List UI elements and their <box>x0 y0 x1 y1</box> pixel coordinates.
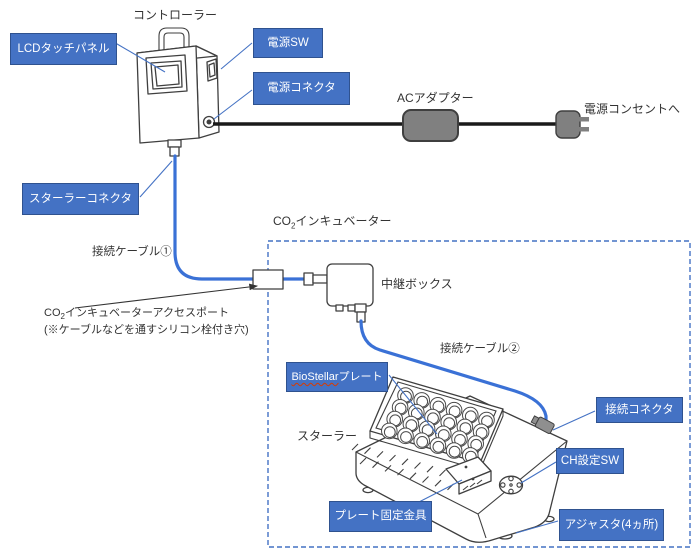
label-lcd-touch-panel: LCDタッチパネル <box>10 33 117 65</box>
leader-power-sw <box>220 42 253 70</box>
cable2-label: 接続ケーブル② <box>440 343 520 355</box>
connection-cable-1 <box>173 154 305 281</box>
leader-biostellar <box>388 374 438 435</box>
ch-setting-switch <box>498 475 524 495</box>
connection-cable-2 <box>359 319 548 423</box>
label-power-sw: 電源SW <box>253 28 323 58</box>
biostellar-plate <box>369 376 504 471</box>
stirrer-cable-connector <box>530 415 555 434</box>
incubator-dashed-boundary <box>267 240 691 548</box>
plate-wells <box>381 387 495 464</box>
ac-adapter <box>402 109 459 142</box>
vent-hatching <box>351 443 454 491</box>
plate-clamp <box>445 456 492 495</box>
access-port-arrow <box>74 283 259 309</box>
relay-box <box>326 263 374 323</box>
leader-stirrer-connector <box>139 160 173 198</box>
leader-connection-connector <box>552 410 596 431</box>
stirrer-connector <box>167 139 182 148</box>
leader-adjuster <box>515 520 559 534</box>
label-adjuster: アジャスタ(4ヵ所) <box>559 509 664 541</box>
stirrer-device <box>351 376 568 543</box>
power-outlet-label: 電源コンセントへ <box>584 102 681 116</box>
leader-ch-switch <box>520 461 557 484</box>
relay-box-label: 中継ボックス <box>381 277 453 291</box>
label-ch-setting-sw: CH設定SW <box>556 448 624 474</box>
leader-power-connector <box>213 89 253 120</box>
access-port-label: CO2インキュベーターアクセスポート (※ケーブルなどを通すシリコン栓付き穴) <box>44 307 249 336</box>
ac-adapter-label: ACアダプター <box>397 91 474 105</box>
leader-lcd <box>111 40 166 73</box>
controller-handle <box>158 27 190 52</box>
label-stirrer-connector: スターラーコネクタ <box>22 183 139 215</box>
label-power-connector: 電源コネクタ <box>253 72 350 105</box>
cable1-label: 接続ケーブル① <box>92 246 172 258</box>
controller-device <box>136 27 220 157</box>
label-plate-clamp: プレート固定金具 <box>329 501 432 532</box>
access-port <box>252 269 284 290</box>
leader-plate-clamp <box>416 479 463 504</box>
stirrer-name-label: スターラー <box>297 429 358 443</box>
controller-title: コントローラー <box>133 8 218 22</box>
power-plug <box>555 110 589 139</box>
incubator-title: CO2インキュベーター <box>273 214 392 231</box>
label-connection-connector: 接続コネクタ <box>596 397 683 423</box>
